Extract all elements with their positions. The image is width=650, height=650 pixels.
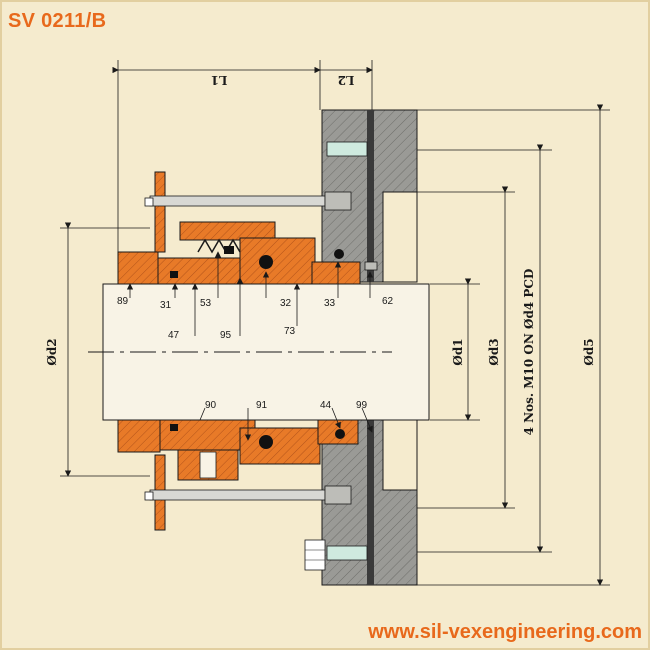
studs — [144, 191, 352, 505]
seal-assembly-lower — [117, 419, 359, 481]
website-link[interactable]: www.sil-vexengineering.com — [368, 621, 642, 643]
dim-d5: Ød5 — [582, 338, 596, 365]
dim-d1: Ød1 — [451, 338, 465, 365]
part-44: 44 — [320, 400, 332, 411]
dim-d3: Ød3 — [487, 338, 501, 365]
leader-lines — [126, 251, 374, 441]
part-89: 89 — [117, 296, 129, 307]
part-32: 32 — [280, 298, 292, 309]
part-90: 90 — [205, 400, 217, 411]
part-47: 47 — [168, 330, 180, 341]
dim-d2: Ød2 — [45, 338, 59, 365]
dim-l2: L2 — [338, 73, 355, 87]
part-91: 91 — [256, 400, 268, 411]
dimension-lines — [60, 60, 610, 586]
shaft — [88, 283, 430, 421]
gland-housing — [321, 109, 418, 586]
part-95: 95 — [220, 330, 232, 341]
part-33: 33 — [324, 298, 336, 309]
page-title: SV 0211/B — [8, 10, 107, 32]
dim-l1: L1 — [211, 73, 228, 87]
part-73: 73 — [284, 326, 296, 337]
gland-nut — [304, 539, 326, 571]
dim-bolt-note: 4 Nos. M10 ON Ød4 PCD — [522, 269, 536, 436]
seal-assembly-upper — [117, 221, 378, 285]
part-62: 62 — [382, 296, 394, 307]
part-53: 53 — [200, 298, 212, 309]
part-31: 31 — [160, 300, 172, 311]
part-99: 99 — [356, 400, 368, 411]
